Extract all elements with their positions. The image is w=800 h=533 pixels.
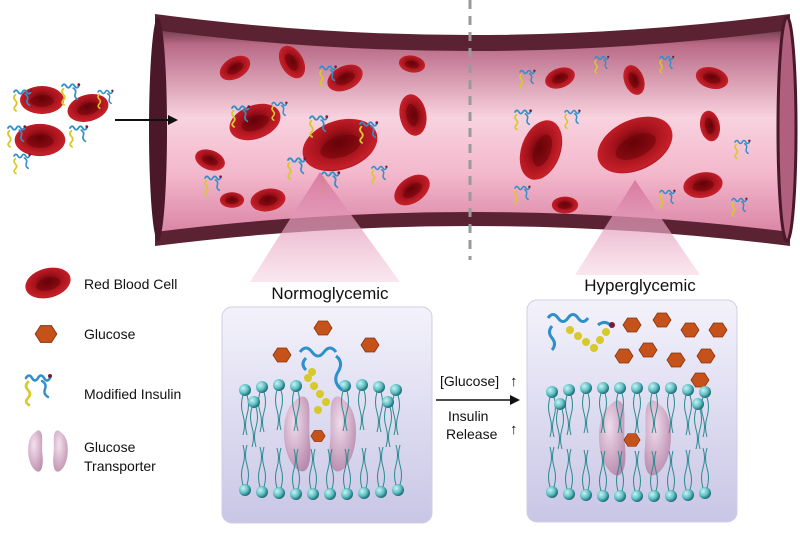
normoglycemic-panel xyxy=(221,306,433,524)
legend-label-transporter-1: Glucose xyxy=(84,439,136,455)
zoom-beam-left xyxy=(250,172,400,282)
hyperglycemic-title: Hyperglycemic xyxy=(584,276,696,295)
legend-label-rbc: Red Blood Cell xyxy=(84,276,177,292)
red-blood-cell-icon xyxy=(21,262,75,304)
legend: Red Blood Cell Glucose Modified Insulin … xyxy=(21,262,181,474)
insulin-release-label-1: Insulin xyxy=(448,408,488,424)
entry-arrow xyxy=(115,115,178,125)
glucose-icon xyxy=(34,325,58,343)
normoglycemic-title: Normoglycemic xyxy=(271,284,389,303)
hyperglycemic-panel xyxy=(526,299,738,523)
legend-label-transporter-2: Transporter xyxy=(84,458,156,474)
modified-insulin-icon xyxy=(24,372,54,407)
insulin-bound xyxy=(298,346,343,414)
legend-label-glucose: Glucose xyxy=(84,326,136,342)
insulin-release-label-2: Release xyxy=(446,426,498,442)
zoom-beam-right xyxy=(575,180,700,275)
insulin-release-arrow: ↑ xyxy=(510,421,518,438)
glucose-condition-label: [Glucose] xyxy=(440,373,499,389)
glucose-transporter-icon xyxy=(28,430,68,472)
transition-arrow xyxy=(436,395,520,405)
legend-label-insulin: Modified Insulin xyxy=(84,386,181,402)
insulin-released xyxy=(546,313,615,352)
rbc-cluster xyxy=(7,82,115,175)
glucose-condition-arrow: ↑ xyxy=(510,373,518,390)
